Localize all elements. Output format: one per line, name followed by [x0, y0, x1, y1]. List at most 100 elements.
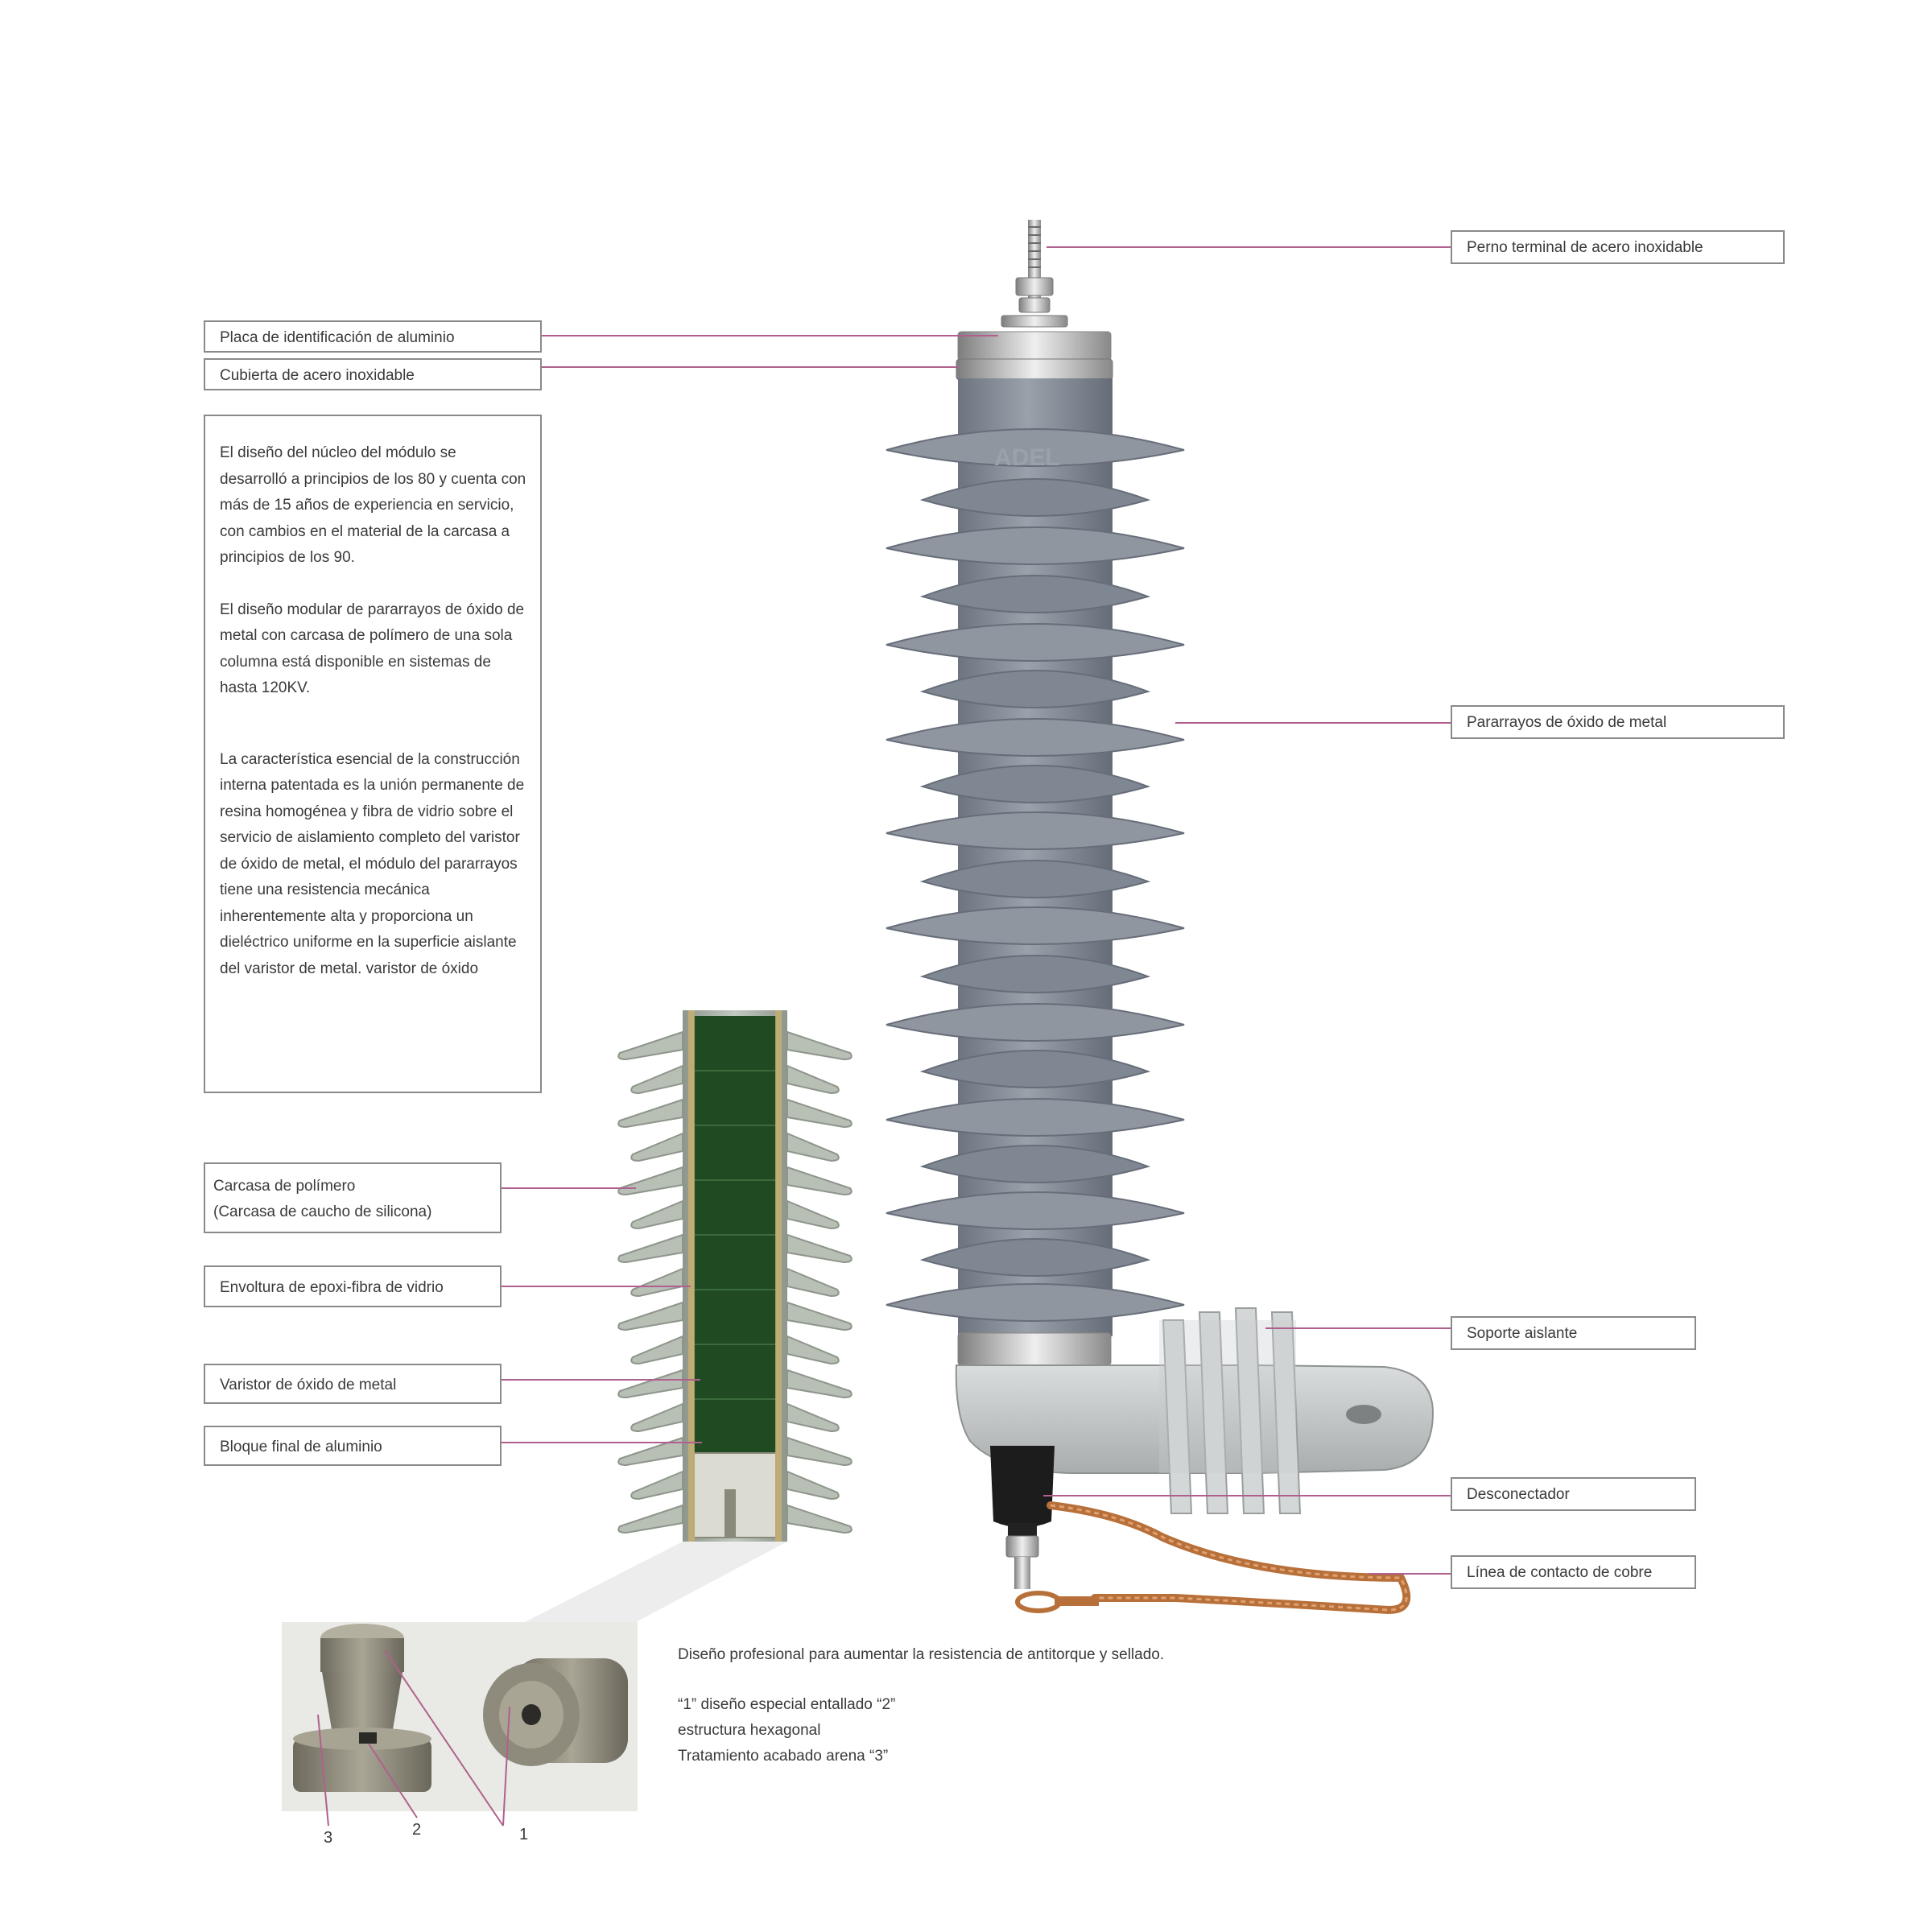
label-text: Placa de identificación de aluminio [220, 329, 455, 346]
shed [919, 575, 1151, 613]
label-text: Bloque final de aluminio [220, 1439, 382, 1455]
description-box: El diseño del núcleo del módulo se desar… [204, 415, 542, 1093]
detail-line-1: Diseño profesional para aumentar la resi… [678, 1646, 1165, 1663]
detail-line-3: estructura hexagonal [678, 1722, 821, 1739]
weather-sheds [886, 428, 1185, 1322]
shed [919, 955, 1151, 993]
section-shed-right [786, 1335, 840, 1365]
label-text-line1: Carcasa de polímero [213, 1178, 356, 1195]
section-shed-left [630, 1402, 683, 1433]
shed [886, 623, 1185, 662]
section-sheds [617, 1030, 852, 1534]
description-paragraph-3: La característica esencial de la constru… [220, 750, 525, 977]
section-shed-right [786, 1436, 852, 1467]
section-shed-left [617, 1030, 683, 1061]
section-shed-right [786, 1166, 852, 1196]
label-nameplate: Placa de identificación de aluminio [204, 320, 542, 353]
shed [919, 670, 1151, 708]
label-cover: Cubierta de acero inoxidable [204, 358, 542, 390]
section-shed-right [786, 1199, 840, 1230]
section-shed-left [630, 1267, 683, 1298]
section-shed-right [786, 1402, 840, 1433]
brand-mark: ADEL [994, 444, 1060, 471]
section-shed-right [786, 1470, 840, 1501]
shed [886, 1191, 1185, 1230]
shed [886, 1098, 1185, 1137]
section-shed-left [617, 1436, 683, 1467]
section-shed-left [617, 1368, 683, 1399]
zoom-indicator [525, 1542, 787, 1622]
shed [886, 526, 1185, 565]
section-shed-right [786, 1098, 852, 1129]
label-polymer-housing: Carcasa de polímero (Carcasa de caucho d… [204, 1162, 502, 1233]
label-terminal-stud: Perno terminal de acero inoxidable [1451, 230, 1785, 264]
section-shed-right [786, 1132, 840, 1162]
section-shed-right [786, 1064, 840, 1095]
label-text: Línea de contacto de cobre [1467, 1564, 1653, 1581]
section-shed-left [617, 1098, 683, 1129]
section-shed-right [786, 1267, 840, 1298]
shed [886, 428, 1185, 467]
label-arrester: Pararrayos de óxido de metal [1451, 705, 1785, 739]
label-disconnector: Desconectador [1451, 1477, 1696, 1511]
detail-caption: Diseño profesional para aumentar la resi… [678, 1642, 1177, 1769]
end-block-photo [282, 1622, 638, 1811]
section-shed-right [786, 1504, 852, 1534]
description-paragraph-1: El diseño del núcleo del módulo se desar… [220, 444, 526, 566]
label-epoxy-wrap: Envoltura de epoxi-fibra de vidrio [204, 1265, 502, 1307]
label-leaders [502, 246, 1451, 1575]
label-text: Envoltura de epoxi-fibra de vidrio [220, 1279, 444, 1296]
label-text: Cubierta de acero inoxidable [220, 367, 415, 384]
copper-lead [1015, 1501, 1411, 1615]
varistor-blocks [694, 1070, 776, 1400]
section-shed-left [630, 1064, 683, 1095]
section-shed-right [786, 1368, 852, 1399]
shed [919, 765, 1151, 803]
label-end-block: Bloque final de aluminio [204, 1426, 502, 1466]
label-text: Perno terminal de acero inoxidable [1467, 239, 1703, 256]
shed [886, 811, 1185, 850]
shed [919, 478, 1151, 517]
section-shed-left [630, 1199, 683, 1230]
shed [886, 906, 1185, 945]
detail-line-2: “1” diseño especial entallado “2” [678, 1696, 896, 1713]
shed [886, 718, 1185, 757]
bottom-cap [957, 1332, 1112, 1366]
arrester: ADEL [886, 220, 1435, 1615]
section-shed-left [630, 1335, 683, 1365]
label-text: Varistor de óxido de metal [220, 1377, 397, 1393]
label-text: Pararrayos de óxido de metal [1467, 714, 1667, 731]
section-shed-left [617, 1233, 683, 1264]
section-shed-left [630, 1132, 683, 1162]
top-cover [956, 331, 1113, 381]
section-shed-left [630, 1470, 683, 1501]
shed [919, 1050, 1151, 1088]
label-text: Soporte aislante [1467, 1325, 1578, 1342]
shed [919, 1238, 1151, 1277]
label-copper-lead: Línea de contacto de cobre [1451, 1555, 1696, 1589]
shed [919, 1145, 1151, 1183]
section-shed-right [786, 1030, 852, 1061]
section-shed-right [786, 1301, 852, 1331]
terminal-stud [1001, 220, 1068, 328]
callout-number-3: 3 [324, 1829, 333, 1847]
section-shed-right [786, 1233, 852, 1264]
shed [886, 1283, 1185, 1322]
disconnector-body [990, 1446, 1055, 1589]
part-callouts [317, 1649, 510, 1827]
insulating-bracket [955, 1307, 1435, 1514]
section-shed-left [617, 1166, 683, 1196]
shed [919, 860, 1151, 898]
detail-line-4: Tratamiento acabado arena “3” [678, 1748, 889, 1765]
shed [886, 1003, 1185, 1042]
label-text-line2: (Carcasa de caucho de silicona) [213, 1203, 432, 1220]
section-shed-left [617, 1301, 683, 1331]
description-paragraph-2: El diseño modular de pararrayos de óxido… [220, 601, 525, 697]
label-text: Desconectador [1467, 1486, 1570, 1503]
label-bracket: Soporte aislante [1451, 1316, 1696, 1350]
callout-number-1: 1 [519, 1826, 529, 1843]
section-shed-left [617, 1504, 683, 1534]
cross-section-module [617, 1010, 852, 1542]
callout-number-2: 2 [412, 1821, 422, 1839]
label-varistor: Varistor de óxido de metal [204, 1364, 502, 1404]
